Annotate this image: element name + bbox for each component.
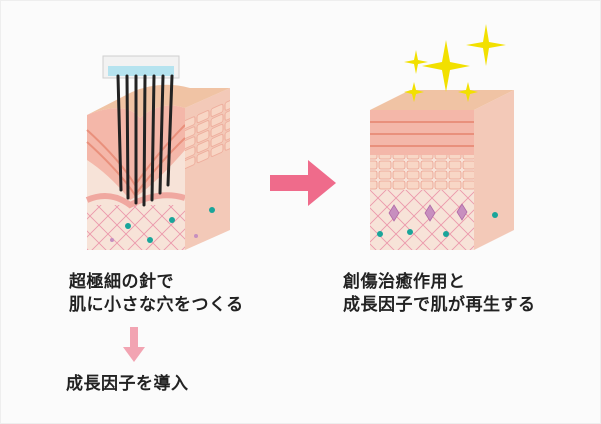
left-dermis-net [87,205,185,250]
right-epidermis [370,110,474,155]
teal-cell [125,223,131,229]
right-cell-layer [370,155,474,190]
sparkle-icon [422,40,470,92]
sparkle-icon [466,24,506,66]
needle [142,74,147,207]
purple-cell [110,238,114,242]
big-right-arrow [270,160,336,206]
sparkle-icon [404,82,424,102]
right-skin-top [370,90,514,110]
purple-diamond [456,203,468,221]
teal-cell [492,212,498,218]
bottom-caption: 成長因子を導入 [66,373,189,396]
microneedle-device [102,55,180,207]
left-skin-top [87,84,230,118]
left-caption-line2: 肌に小さな穴をつくる [69,295,244,315]
right-skin-block [370,90,514,250]
teal-cell [147,237,153,243]
left-skin-block [85,84,230,251]
right-caption-line1: 創傷治癒作用と [343,272,466,292]
left-caption-line1: 超極細の針で [69,272,174,292]
right-skin-side [474,90,514,250]
right-caption-line2: 成長因子で肌が再生する [343,295,536,315]
purple-diamond [388,204,400,222]
teal-cell [443,231,449,237]
teal-cell [377,231,383,237]
small-down-arrow [123,327,145,362]
needle [166,74,174,187]
needle [116,74,123,192]
teal-cell [209,207,215,213]
teal-cell [407,229,413,235]
purple-cell [194,234,198,238]
needle [125,74,130,200]
sparkle-icon [404,50,428,74]
sparkles [404,24,506,102]
purple-diamond [424,204,436,222]
right-caption: 創傷治癒作用と 成長因子で肌が再生する [343,271,536,317]
sparkle-icon [458,82,478,102]
right-dermis-net [370,190,474,250]
needle [150,74,156,202]
needle [158,74,165,195]
teal-cell [169,217,175,223]
bottom-caption-line1: 成長因子を導入 [66,374,189,394]
left-caption: 超極細の針で 肌に小さな穴をつくる [69,271,244,317]
